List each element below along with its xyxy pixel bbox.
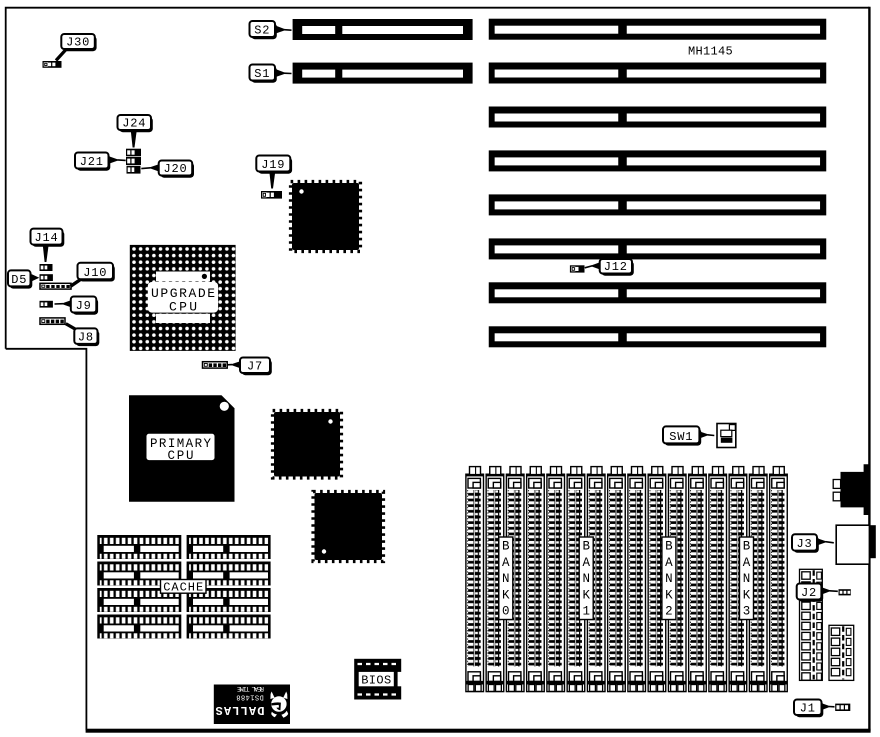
svg-text:J8: J8 xyxy=(78,331,94,345)
svg-text:A: A xyxy=(743,556,751,570)
svg-text:BIOS: BIOS xyxy=(361,674,391,688)
svg-text:J10: J10 xyxy=(83,266,107,280)
svg-text:B: B xyxy=(743,540,751,554)
svg-text:N: N xyxy=(743,572,751,586)
svg-text:3: 3 xyxy=(743,605,751,619)
svg-text:CPU: CPU xyxy=(168,449,194,463)
svg-text:J21: J21 xyxy=(80,155,104,169)
svg-text:J19: J19 xyxy=(261,158,285,172)
svg-text:DS1488: DS1488 xyxy=(236,693,264,701)
svg-text:J24: J24 xyxy=(122,117,146,131)
svg-text:J9: J9 xyxy=(76,299,92,313)
svg-text:UPGRADE: UPGRADE xyxy=(151,286,215,301)
svg-text:0: 0 xyxy=(502,605,510,619)
svg-text:S2: S2 xyxy=(254,24,270,38)
svg-text:B: B xyxy=(502,540,510,554)
svg-text:N: N xyxy=(502,572,510,586)
svg-text:B: B xyxy=(665,540,673,554)
svg-text:K: K xyxy=(665,588,673,602)
svg-text:J20: J20 xyxy=(163,162,187,176)
svg-text:A: A xyxy=(502,556,510,570)
svg-text:J1: J1 xyxy=(800,702,816,716)
svg-text:J14: J14 xyxy=(34,231,58,245)
svg-text:K: K xyxy=(582,588,590,602)
svg-text:SW1: SW1 xyxy=(669,430,693,444)
svg-text:J7: J7 xyxy=(247,360,263,374)
svg-text:CPU: CPU xyxy=(169,300,197,315)
svg-text:B: B xyxy=(582,540,590,554)
svg-text:S1: S1 xyxy=(254,67,270,81)
svg-text:A: A xyxy=(665,556,673,570)
svg-text:MH1145: MH1145 xyxy=(688,45,733,59)
svg-text:J30: J30 xyxy=(66,36,90,50)
svg-text:N: N xyxy=(665,572,673,586)
svg-text:1: 1 xyxy=(582,605,590,619)
svg-text:A: A xyxy=(582,556,590,570)
svg-text:J12: J12 xyxy=(604,260,628,274)
svg-text:CACHE: CACHE xyxy=(163,581,203,595)
svg-text:K: K xyxy=(502,588,510,602)
svg-text:N: N xyxy=(582,572,590,586)
svg-text:DALLAS: DALLAS xyxy=(216,703,265,717)
svg-text:J3: J3 xyxy=(796,537,812,551)
svg-text:REAL TIME: REAL TIME xyxy=(237,685,264,692)
svg-text:J2: J2 xyxy=(801,586,817,600)
svg-text:2: 2 xyxy=(665,605,673,619)
svg-text:K: K xyxy=(743,588,751,602)
svg-text:D5: D5 xyxy=(11,273,27,287)
svg-text:PRIMARY: PRIMARY xyxy=(150,437,211,451)
